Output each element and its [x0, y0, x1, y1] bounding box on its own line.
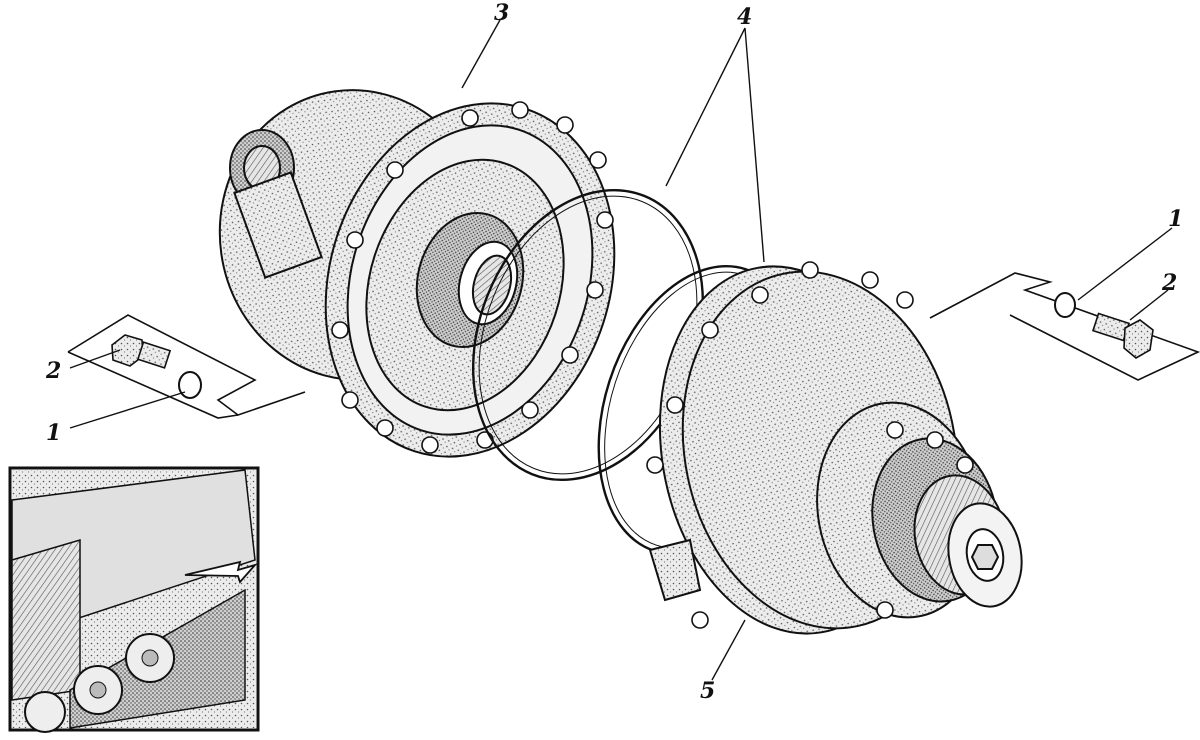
right-bolt-icon: [1091, 312, 1154, 359]
callout-2-left: 2: [46, 358, 62, 384]
right-washer-icon: [1054, 292, 1076, 318]
callout-5: 5: [700, 678, 716, 704]
location-arrow-icon: [184, 560, 258, 584]
right-flange-bolts: [646, 261, 974, 629]
callout-1-right: 1: [1168, 206, 1184, 232]
callout-4: 4: [737, 4, 753, 30]
left-washer-icon: [178, 371, 202, 399]
left-fastener-inset: [67, 314, 306, 419]
right-fastener-inset: [929, 272, 1200, 381]
vehicle-location-inset: [8, 466, 260, 733]
right-reducer-housing: [648, 265, 1023, 635]
left-reducer-housing: [218, 89, 616, 458]
leader-lines: [69, 19, 1173, 681]
callout-2-right: 2: [1162, 270, 1178, 296]
callout-3: 3: [494, 0, 510, 26]
left-flange-bolts: [331, 101, 614, 454]
left-bolt-icon: [111, 334, 172, 369]
callout-1-left: 1: [46, 420, 62, 446]
